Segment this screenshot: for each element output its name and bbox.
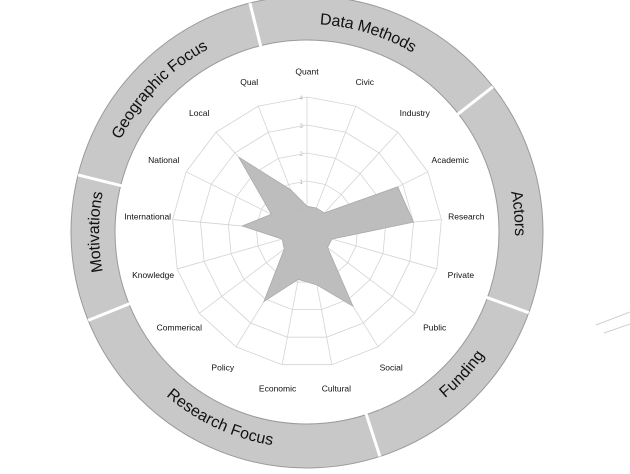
axis-label-national: National [148,155,179,165]
grid-spoke [325,245,415,314]
radial-ticks: 0 1 2 3 4 [299,95,303,214]
grid-spoke [314,105,357,211]
radial-tick-0: 0 [299,207,303,214]
axis-label-civic: Civic [356,77,375,87]
axis-label-industry: Industry [400,108,431,118]
decorative-lines [595,311,630,334]
axis-label-knowledge: Knowledge [132,270,174,280]
ring-separator [87,297,143,322]
ring-inner-edge [114,39,500,425]
grid-ring [227,152,387,311]
axis-label-research: Research [448,211,485,221]
ring-separator [360,400,382,457]
radial-tick-4: 4 [299,95,303,102]
axis-label-academic: Academic [432,155,470,165]
center-hub [284,209,330,255]
axis-label-international: International [124,211,171,221]
grid-ring [200,124,414,338]
axis-label-public: Public [423,323,447,333]
group-label-motivations: Motivations [86,190,107,273]
radial-tick-2: 2 [299,151,303,158]
axis-label-qual: Qual [240,77,258,87]
grid-ring [172,96,442,366]
grid-spoke [329,237,437,270]
ring-separator [77,173,135,191]
grid-spoke [199,245,289,314]
data-layer [238,156,415,308]
axis-label-private: Private [448,270,475,280]
axis-label-commerical: Commerical [157,323,202,333]
category-ring [70,0,544,469]
radial-tick-1: 1 [299,179,303,186]
axis-label-quant: Quant [295,66,319,76]
ring-separator [248,2,266,60]
ring-band [71,0,543,468]
axis-labels: QuantCivicIndustryAcademicResearchPrivat… [124,66,484,393]
ring-separator [473,291,530,315]
grid-spoke [322,131,399,216]
axis-label-economic: Economic [259,384,297,394]
axis-label-cultural: Cultural [322,384,351,394]
grid-spoke [177,237,285,270]
axis-label-social: Social [380,362,403,372]
group-label-actors: Actors [507,190,528,237]
radial-tick-3: 3 [299,123,303,130]
ring-outer-edge [70,0,544,469]
ring-separator [446,85,494,124]
grid-spoke [185,171,287,223]
axis-label-policy: Policy [211,362,234,372]
axis-label-local: Local [189,108,209,118]
